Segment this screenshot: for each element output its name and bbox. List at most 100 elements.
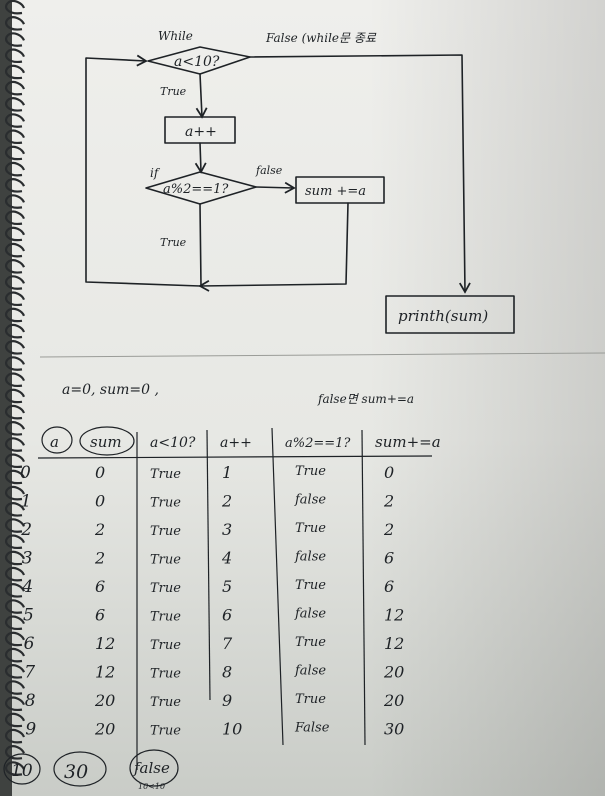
spiral-coil: [5, 97, 26, 112]
sum-update-text: sum +=a: [305, 184, 366, 199]
spiral-coil: [5, 48, 26, 64]
spiral-coil: [5, 550, 26, 566]
spiral-coil: [5, 32, 26, 47]
table-cell: false: [294, 607, 326, 622]
table-cell: True: [150, 581, 181, 596]
table-cell: 5: [23, 606, 34, 626]
spiral-coil: [5, 696, 26, 712]
table-cell: True: [295, 464, 326, 479]
table-cell: 1: [222, 463, 232, 482]
table-cell: True: [150, 467, 181, 482]
spiral-coil: [5, 0, 26, 15]
spiral-coil: [5, 64, 26, 80]
table-cell: 12: [95, 634, 115, 653]
table-cell: 3: [222, 520, 232, 539]
spiral-coil: [5, 194, 26, 209]
table-cell: 0: [20, 463, 31, 483]
final-sum: 30: [64, 761, 88, 783]
spiral-coil: [5, 178, 26, 193]
spiral-coil: [5, 680, 26, 695]
table-header-cell: a<10?: [150, 435, 196, 451]
loop-condition: a<10?: [174, 54, 220, 70]
table-cell: 2: [20, 520, 32, 540]
table-cell: False: [294, 721, 330, 736]
loop-false-label: False (while문 종료: [265, 31, 377, 45]
spiral-coil: [5, 404, 26, 420]
table-cell: 9: [25, 720, 36, 740]
circle-final-condition: [129, 749, 179, 787]
true-label-2: True: [160, 236, 187, 249]
table-cell: false: [294, 550, 326, 565]
final-condition-note: 10<10: [138, 782, 165, 791]
table-cell: True: [150, 524, 181, 539]
table-cell: false: [294, 493, 326, 508]
table-cell: 6: [24, 634, 35, 654]
circle-sum-header: [79, 426, 135, 456]
table-cell: 8: [222, 663, 232, 682]
print-statement: printh(sum): [398, 307, 488, 325]
circle-a-header: [41, 426, 73, 454]
sum-update-box: [295, 176, 385, 204]
table-cell: True: [150, 695, 181, 710]
table-header-cell: a++: [220, 435, 252, 451]
spiral-coil: [5, 226, 26, 242]
spiral-coil: [5, 728, 26, 744]
table-header-cell: a%2==1?: [285, 436, 351, 451]
if-condition: a%2==1?: [163, 182, 229, 197]
print-box: [385, 295, 515, 334]
spiral-coil: [5, 647, 26, 663]
spiral-coil: [5, 599, 26, 614]
table-cell: 20: [383, 691, 404, 710]
spiral-coil: [5, 712, 26, 728]
spiral-coil: [5, 129, 26, 145]
spiral-coil: [5, 242, 26, 258]
spiral-coil: [5, 583, 26, 598]
table-cell: 2: [94, 520, 105, 539]
table-cell: 10: [222, 720, 242, 739]
table-cell: True: [295, 578, 326, 593]
flowchart: While a<10? False (while문 종료 True a++ if…: [85, 29, 515, 334]
table-cell: 0: [95, 492, 105, 511]
table-cell: 6: [384, 549, 394, 568]
caption-note: false면 sum+=a: [317, 392, 414, 406]
table-cell: True: [150, 667, 181, 682]
table-header-cell: sum: [90, 433, 122, 451]
spiral-coil: [5, 485, 26, 501]
increment-text: a++: [185, 124, 217, 140]
spiral-coil: [5, 210, 26, 226]
spiral-coil: [5, 145, 26, 161]
spiral-coil: [5, 615, 26, 631]
table-cell: True: [150, 610, 181, 625]
table-header-cell: sum+=a: [375, 433, 441, 451]
spiral-coil: [5, 534, 26, 550]
true-label-1: True: [160, 85, 187, 98]
table-cell: 20: [94, 691, 115, 710]
spiral-coil: [5, 388, 26, 404]
spiral-coil: [5, 437, 26, 452]
table-cell: 5: [222, 577, 232, 596]
table-cell: false: [294, 664, 326, 679]
table-cell: 2: [94, 549, 105, 568]
table-cell: 3: [22, 549, 33, 569]
spiral-coil: [5, 518, 26, 533]
spiral-coil: [5, 16, 26, 31]
spiral-coil: [5, 761, 26, 776]
circle-final-a: [3, 753, 41, 785]
table-cell: True: [295, 692, 326, 707]
table-cell: 6: [222, 606, 232, 625]
table-cell: True: [150, 724, 181, 739]
table-cell: 8: [25, 691, 36, 711]
init-note: a=0, sum=0 ,: [62, 382, 159, 398]
table-cell: 0: [95, 463, 105, 482]
spiral-coil: [5, 80, 26, 96]
spiral-coil: [5, 421, 26, 436]
circle-final-sum: [53, 751, 107, 787]
spiral-coil: [5, 113, 26, 128]
